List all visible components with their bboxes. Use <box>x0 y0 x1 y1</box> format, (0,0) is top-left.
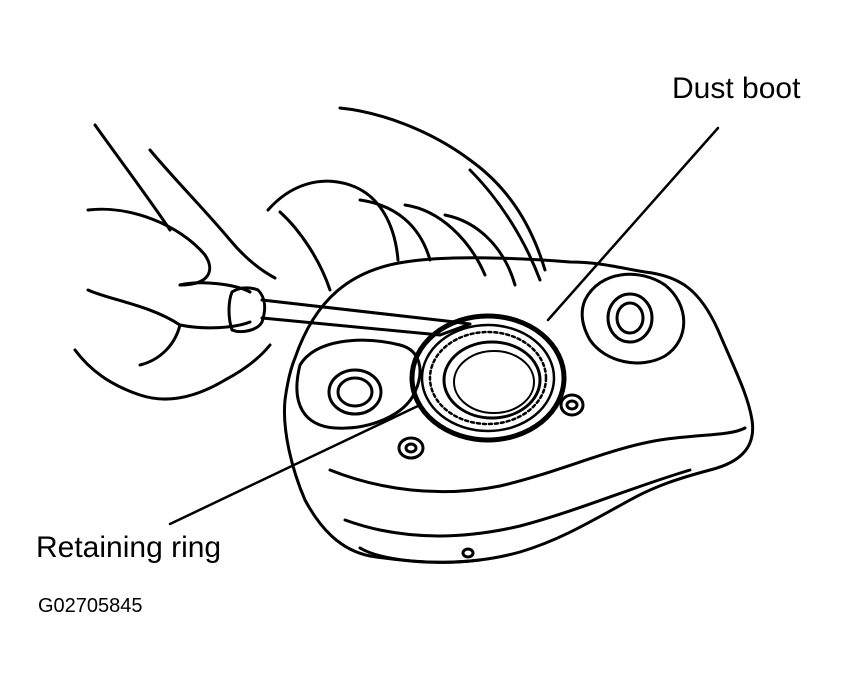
retaining-ring-leader <box>168 403 422 526</box>
screwdriver <box>178 281 472 337</box>
caliper-body <box>282 256 755 564</box>
piston-bore <box>409 313 567 443</box>
figure-code: G02705845 <box>38 595 143 617</box>
retaining-ring-label: Retaining ring <box>36 531 222 564</box>
dust-boot-label: Dust boot <box>672 72 801 105</box>
dust-boot-leader <box>546 126 720 322</box>
leader-lines <box>168 126 720 526</box>
hands <box>73 106 547 401</box>
mounting-holes <box>327 292 654 559</box>
